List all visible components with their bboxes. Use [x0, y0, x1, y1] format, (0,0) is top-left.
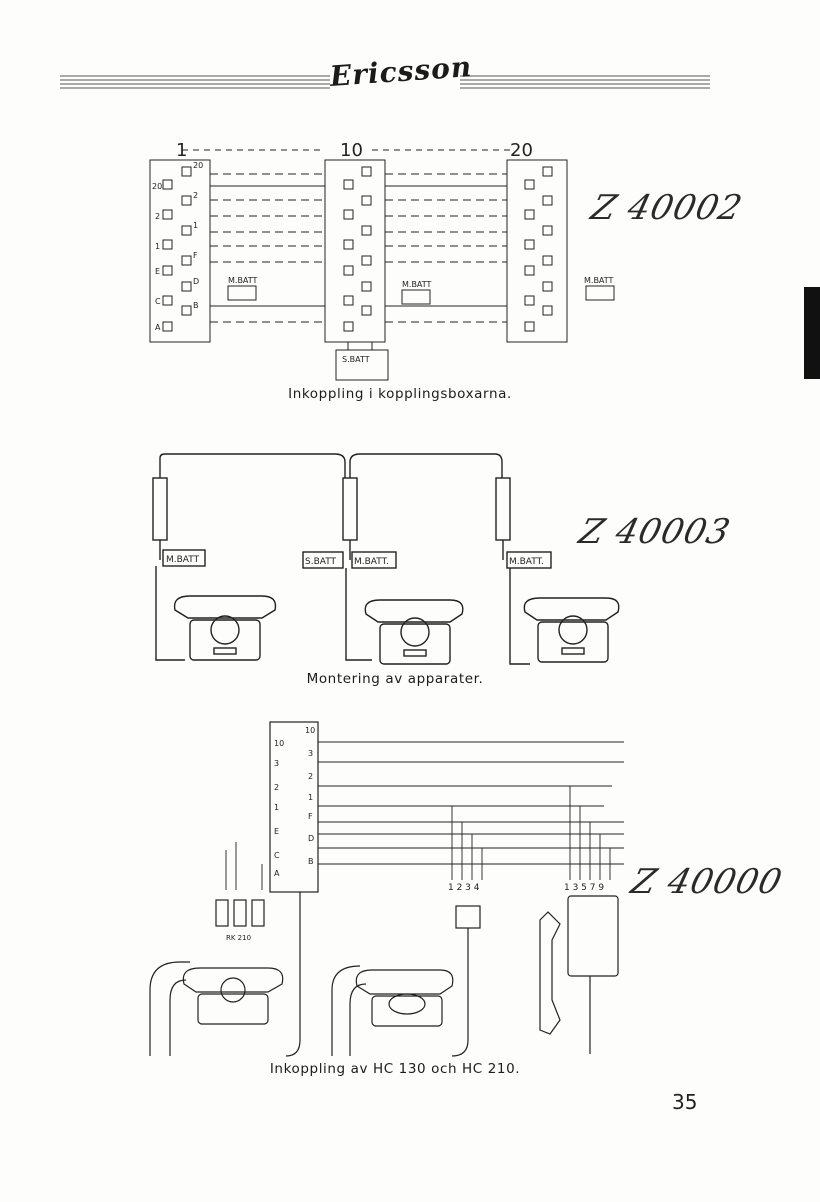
group-a-label: 1 2 3 4 — [448, 883, 480, 893]
battery-label: S.BATT — [305, 557, 337, 567]
terminal-label: 20 — [193, 161, 203, 170]
terminal-label: F — [193, 251, 198, 260]
terminal-label: 10 — [305, 726, 315, 735]
terminal-label: D — [308, 834, 314, 843]
wall-telephone-icon — [539, 911, 561, 1035]
box-number-20: 20 — [510, 140, 533, 161]
figure-1-labels: 1 10 20 20 2 1 E C A 20 2 1 F D B M.BATT… — [152, 140, 614, 364]
figure-3-labels: 10 3 2 1 E C A 10 3 2 1 F D B RK 210 1 2… — [226, 726, 604, 942]
terminal-label: 3 — [308, 749, 313, 758]
terminal-label: A — [274, 869, 280, 878]
s-battery-label: S.BATT — [342, 355, 370, 364]
terminal-label: 20 — [152, 182, 162, 191]
figure-2-diagram — [152, 453, 620, 665]
terminal-label: 2 — [193, 191, 198, 200]
telephone-icon — [182, 967, 284, 1025]
relay-label: RK 210 — [226, 934, 251, 942]
terminal-label: A — [155, 323, 161, 332]
terminal-label: 1 — [308, 793, 313, 802]
battery-label: M.BATT. — [509, 557, 544, 567]
group-b-label: 1 3 5 7 9 — [564, 883, 604, 893]
figure-3-caption: Inkoppling av HC 130 och HC 210. — [269, 1061, 521, 1077]
battery-label: M.BATT — [402, 280, 432, 289]
terminal-label: F — [308, 812, 313, 821]
handwritten-note-1: Z 40002 — [587, 188, 747, 228]
box-number-10: 10 — [340, 140, 363, 161]
terminal-label: 2 — [274, 783, 279, 792]
terminal-label: 1 — [274, 803, 279, 812]
terminal-label: B — [193, 301, 199, 310]
telephone-icon — [523, 597, 620, 663]
terminal-label: 2 — [308, 772, 313, 781]
battery-label: M.BATT — [584, 276, 614, 285]
terminal-label: C — [155, 297, 161, 306]
figure-1-diagram — [149, 149, 615, 381]
handwritten-note-2: Z 40003 — [575, 512, 735, 552]
figure-2-labels: M.BATT S.BATT M.BATT. M.BATT. — [166, 555, 544, 567]
figure-1-caption: Inkoppling i kopplingsboxarna. — [288, 386, 512, 402]
terminal-label: 2 — [155, 212, 160, 221]
battery-label: M.BATT. — [354, 557, 389, 567]
box-number-1: 1 — [176, 140, 187, 161]
battery-label: M.BATT — [228, 276, 258, 285]
telephone-icon — [364, 599, 464, 665]
battery-label: M.BATT — [166, 555, 200, 565]
terminal-label: 1 — [155, 242, 160, 251]
figure-2-caption: Montering av apparater. — [306, 671, 484, 687]
thumb-index-tab — [804, 287, 820, 379]
handwritten-note-3: Z 40000 — [627, 862, 787, 902]
terminal-label: B — [308, 857, 314, 866]
telephone-icon — [355, 969, 454, 1027]
terminal-label: E — [155, 267, 160, 276]
telephone-icon — [173, 595, 277, 661]
figure-3-diagram — [149, 721, 624, 1057]
terminal-label: 3 — [274, 759, 279, 768]
terminal-label: C — [274, 851, 280, 860]
terminal-label: 1 — [193, 221, 198, 230]
terminal-label: 10 — [274, 739, 284, 748]
terminal-label: E — [274, 827, 279, 836]
terminal-label: D — [193, 277, 199, 286]
page-number: 35 — [672, 1090, 698, 1114]
header-rule — [60, 75, 710, 89]
